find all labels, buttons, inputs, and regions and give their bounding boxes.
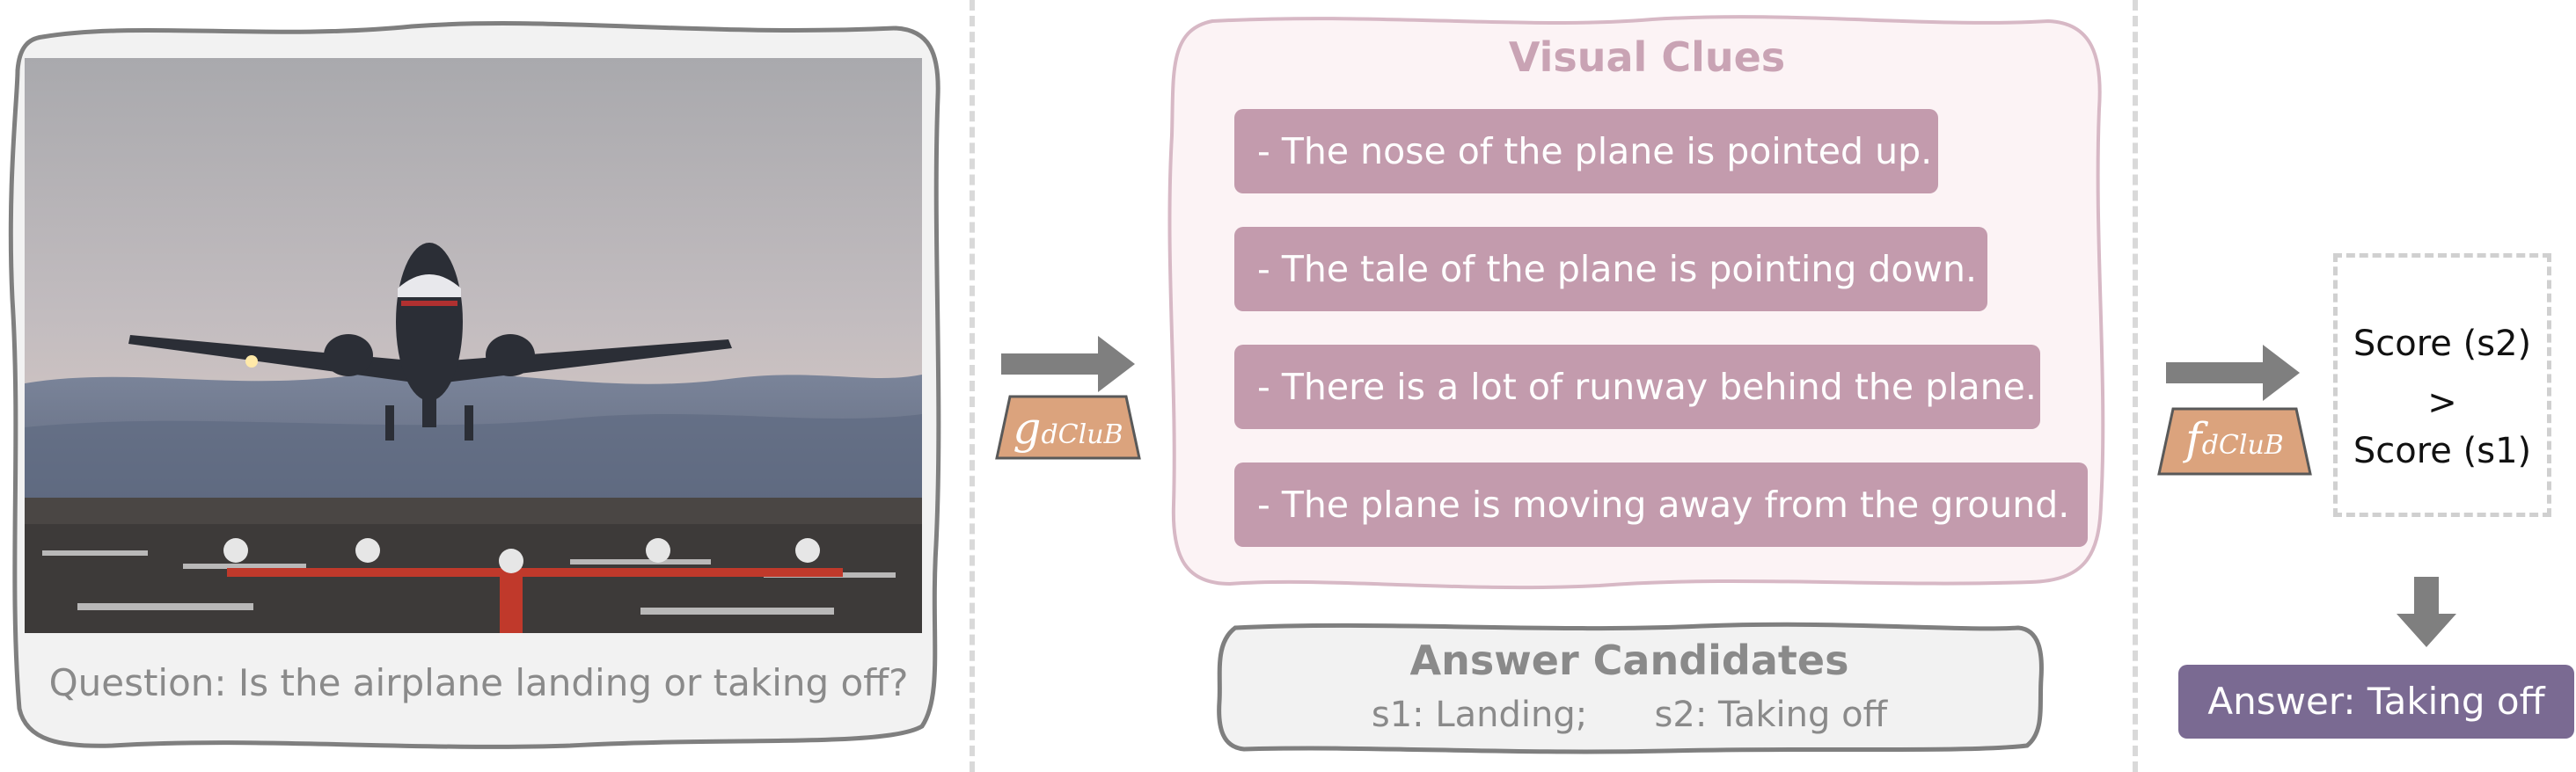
question-text: Question: Is the airplane landing or tak… [48,661,909,704]
separator-left [970,0,975,772]
clue-item: - The nose of the plane is pointed up. [1234,109,1938,193]
g-function-label: gdCluB [1013,403,1123,454]
answer-candidates-panel [1217,622,2044,754]
score-s2: Score (s2) [2353,324,2532,364]
visual-clues-title: Visual Clues [1508,33,1786,81]
arrow-right-icon [2166,345,2300,401]
answer-candidates-title: Answer Candidates [1409,637,1849,684]
final-answer: Answer: Taking off [2178,665,2574,739]
airplane-photo [25,58,922,633]
score-comparator: > [2427,382,2457,423]
score-s1: Score (s1) [2353,431,2532,471]
f-function-label: fdCluB [2185,413,2284,464]
arrow-right-icon [1001,336,1135,392]
g-function-box [995,395,1141,460]
candidate-s2: s2: Taking off [1654,695,1888,735]
arrow-down-icon [2397,577,2456,647]
clue-item: - There is a lot of runway behind the pl… [1234,345,2040,429]
score-comparison-box [2333,253,2551,517]
answer-candidates-list: s1: Landing; s2: Taking off [1218,695,2041,735]
f-function-box [2157,407,2312,476]
clue-item: - The tale of the plane is pointing down… [1234,227,1987,311]
candidate-s1: s1: Landing; [1371,695,1588,735]
separator-right [2133,0,2138,772]
clue-item: - The plane is moving away from the grou… [1234,462,2088,547]
